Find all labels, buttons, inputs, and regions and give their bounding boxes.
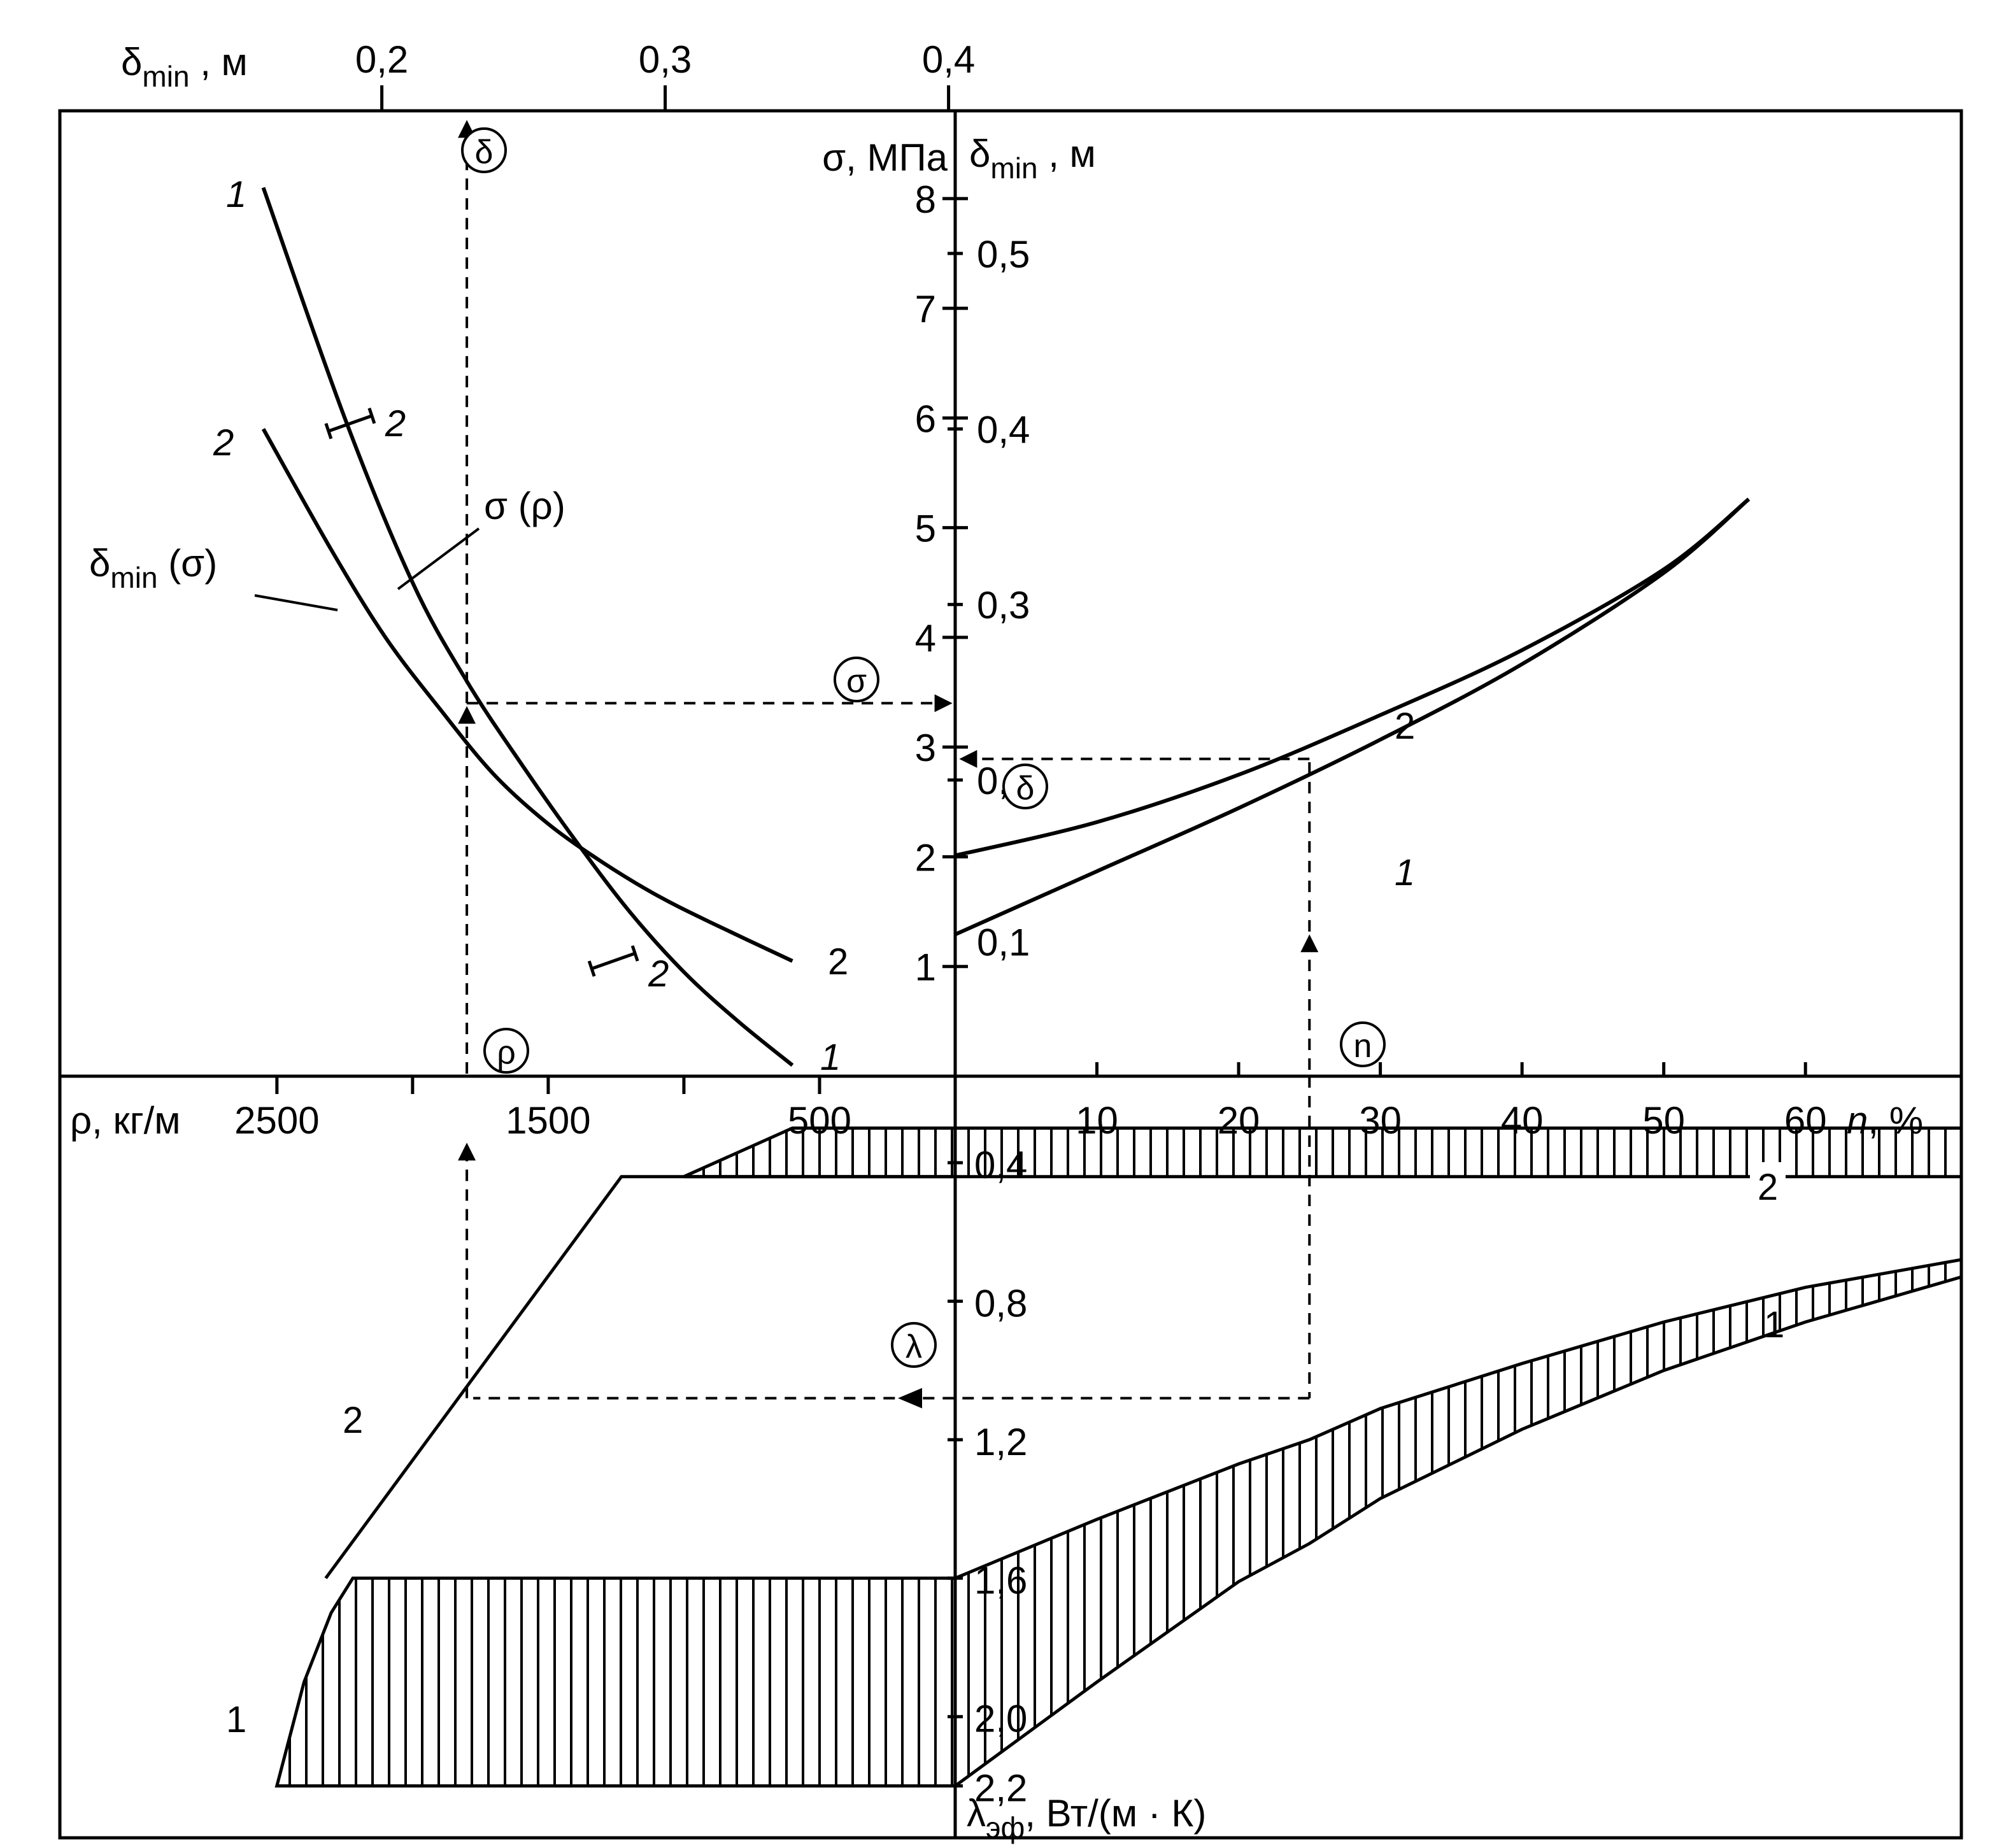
n-tick-label: 20 <box>1218 1099 1260 1142</box>
data-curves <box>261 187 1751 1067</box>
lambda-tick-label: 2,0 <box>974 1698 1027 1740</box>
sigma-tick-label: 3 <box>915 727 936 769</box>
n-axis-title: n, % <box>1847 1099 1923 1142</box>
curve-tr-1-label: 1 <box>1395 852 1415 893</box>
error-bar-lower <box>591 951 636 970</box>
error-bar-lower-cap-a <box>587 960 596 977</box>
n-tick-label: 60 <box>1784 1099 1827 1142</box>
marker-sigma-circle <box>834 657 879 702</box>
marker-n-circle <box>1340 1021 1386 1067</box>
sigma-tick-label: 7 <box>915 288 936 331</box>
sigma-tick-label: 2 <box>915 836 936 879</box>
curve-tl-2 <box>261 428 793 963</box>
marker-sigma: σ <box>846 663 867 700</box>
lambda-arrowhead <box>898 1388 922 1409</box>
lambda-tick-label: 0,4 <box>974 1144 1027 1186</box>
top-delta-axis-title: δmin , м <box>121 41 248 93</box>
lambda-bands <box>274 1127 1963 1789</box>
sigma-tick-label: 5 <box>915 508 936 550</box>
error-bar-lower-label: 2 <box>648 953 669 995</box>
top-delta-tick-label: 0,4 <box>922 38 975 81</box>
error-bar-upper-cap-b <box>367 408 376 424</box>
n-tick-label: 50 <box>1642 1099 1685 1142</box>
n-tick-label: 10 <box>1076 1099 1118 1142</box>
rho-tick-label: 2500 <box>234 1099 319 1142</box>
curve-tr-1 <box>954 497 1751 937</box>
curve-tr-2 <box>955 497 1751 858</box>
sigma-tick-label: 6 <box>915 397 936 440</box>
curve-tl-1-label-end: 1 <box>820 1037 841 1078</box>
lambda-tick-label: 1,2 <box>974 1421 1027 1463</box>
leader-delta-sigma <box>254 594 338 611</box>
curve-tl-1-label-start: 1 <box>226 174 246 215</box>
n-tick-label: 40 <box>1501 1099 1544 1142</box>
marker-rho: ρ <box>497 1034 516 1071</box>
band-left-2-label: 2 <box>343 1400 363 1441</box>
outer-frame <box>58 109 1963 1840</box>
lambda-axis-title: λэф, Вт/(м · К) <box>967 1792 1206 1844</box>
marker-delta-top-circle <box>461 127 507 173</box>
band-right-1-label: 1 <box>1764 1304 1784 1346</box>
lambda-tick-label: 1,6 <box>974 1559 1027 1602</box>
delta-tick-label: 0,5 <box>977 233 1030 276</box>
top-delta-tick-label: 0,3 <box>639 38 692 81</box>
error-bar-lower-cap-b <box>630 945 639 962</box>
curve-tr-2-label: 2 <box>1395 706 1415 747</box>
band-left-1-label: 1 <box>226 1699 246 1740</box>
marker-rho-circle <box>483 1028 529 1074</box>
sigma-axis-title: σ, МПа <box>822 136 948 179</box>
error-bar-upper-cap-a <box>324 423 333 439</box>
band-right-2-label: 2 <box>1758 1167 1778 1208</box>
curve-tl-2-label-start: 2 <box>213 422 234 464</box>
lambda-tick-label: 0,8 <box>974 1282 1027 1325</box>
marker-delta-top: δ <box>475 134 494 171</box>
rho-tick-label: 1500 <box>506 1099 590 1142</box>
error-bar-upper <box>328 414 373 433</box>
delta-axis-title: δmin , м <box>969 132 1096 185</box>
curve-tl-1 <box>261 187 794 1067</box>
marker-lambda: λ <box>906 1328 922 1365</box>
leader-sigma-rho <box>397 527 480 590</box>
delta-tick-label: 0,3 <box>977 584 1030 627</box>
boundary-2 <box>324 1175 955 1579</box>
lookup-guides <box>458 120 1319 1409</box>
lambda-tick-label: 2,2 <box>974 1766 1027 1809</box>
sigma-tick-label: 1 <box>915 946 936 989</box>
label-delta-sigma: δmin (σ) <box>89 542 217 594</box>
top-delta-tick-label: 0,2 <box>355 38 408 81</box>
rho-tick-label: 500 <box>788 1099 851 1142</box>
sigma-tick-label: 8 <box>915 178 936 221</box>
delta-tick-label: 0,1 <box>977 921 1030 964</box>
band-right-2-label-bg <box>1750 1162 1786 1207</box>
error-bar-upper-label: 2 <box>385 403 406 444</box>
marker-delta-right: δ <box>1016 770 1035 807</box>
n-tick-label: 30 <box>1359 1099 1402 1142</box>
marker-delta-right-circle <box>1002 764 1048 809</box>
label-sigma-rho: σ (ρ) <box>484 485 565 527</box>
marker-lambda-circle <box>891 1322 937 1368</box>
delta-tick-label: 0,4 <box>977 409 1030 451</box>
band-left-1 <box>274 1576 957 1788</box>
axis-ticks <box>275 85 1807 1788</box>
marker-n: n <box>1354 1028 1372 1065</box>
sigma-tick-label: 4 <box>915 617 936 660</box>
rho-axis-title: ρ, кг/м <box>70 1099 181 1142</box>
curve-tl-2-label-end: 2 <box>828 941 848 983</box>
band-right-1 <box>953 1258 1963 1789</box>
text-labels: 1 2 3 4 5 6 7 8 0,1 0,2 0,3 0,4 0,5 2500 1500 500 10 20 30… <box>70 38 1923 1844</box>
